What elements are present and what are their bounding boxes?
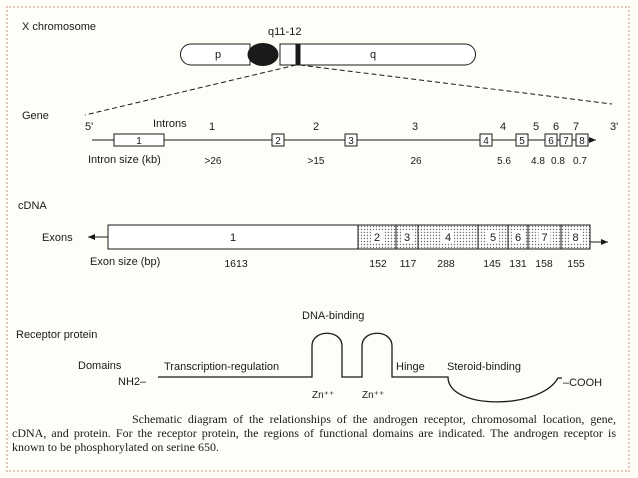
cdna-exon-4: 4 (417, 224, 479, 250)
gene-exon-number: 6 (548, 136, 554, 147)
protein-title: Receptor protein (16, 329, 97, 341)
cdna-exon-number: 2 (374, 232, 380, 244)
exon-size-1: 1613 (224, 258, 248, 270)
exon-size-3: 117 (400, 258, 417, 270)
gene-introns-label: Introns (153, 118, 187, 130)
cdna-exon-number: 6 (515, 232, 521, 244)
exon-size-7: 158 (535, 258, 553, 270)
cdna-exon-number: 4 (445, 232, 451, 244)
intron-number-3: 3 (412, 121, 418, 133)
intron-size-values: >26 >15 26 5.6 4.8 0.8 0.7 (205, 156, 588, 167)
chromosome-shape (180, 43, 476, 66)
gene-intron-numbers: 1 2 3 4 5 6 7 (209, 121, 579, 133)
chromosome-arm-p: p (215, 49, 221, 61)
intron-size-7: 0.7 (573, 156, 587, 167)
gene-exon-number: 8 (579, 136, 585, 147)
cooh-terminus: –COOH (563, 377, 602, 389)
cdna-exon-1: 1 (107, 224, 359, 250)
cdna-exon-number: 3 (404, 232, 410, 244)
chromosome-title: X chromosome (22, 21, 96, 33)
intron-number-6: 6 (553, 121, 559, 133)
gene-three-prime: 3' (610, 121, 618, 133)
exon-size-5: 145 (483, 258, 501, 270)
gene-exon-7: 7 (559, 133, 573, 147)
domains-label: Domains (78, 360, 122, 372)
gene-exon-4: 4 (479, 133, 493, 147)
protein-backbone (158, 332, 562, 403)
gene-exon-5: 5 (515, 133, 529, 147)
exon-size-6: 131 (509, 258, 527, 270)
cdna-exon-number: 8 (572, 232, 578, 244)
cdna-exon-2: 2 (357, 224, 397, 250)
intron-number-7: 7 (573, 121, 579, 133)
gene-five-prime: 5' (85, 121, 93, 133)
exon-size-8: 155 (567, 258, 585, 270)
exon-size-4: 288 (437, 258, 455, 270)
steroid-binding-label: Steroid-binding (447, 361, 521, 373)
cdna-exon-8: 8 (560, 224, 591, 250)
cdna-title: cDNA (18, 200, 47, 212)
intron-number-1: 1 (209, 121, 215, 133)
gene-exon-number: 3 (348, 136, 354, 147)
cdna-exon-number: 7 (541, 232, 547, 244)
gene-exon-6: 6 (544, 133, 558, 147)
caption-text: Schematic diagram of the relationships o… (12, 412, 616, 454)
hinge-label: Hinge (396, 361, 425, 373)
zinc-label-2: Zn⁺⁺ (362, 390, 384, 401)
figure-caption: Schematic diagram of the relationships o… (12, 412, 616, 454)
gene-exon-8: 8 (575, 133, 589, 147)
intron-size-5: 4.8 (531, 156, 545, 167)
gene-exon-number: 1 (136, 136, 142, 147)
cdna-exon-7: 7 (527, 224, 562, 250)
intron-size-label: Intron size (kb) (88, 154, 161, 166)
gene-exon-number: 7 (563, 136, 569, 147)
intron-number-5: 5 (533, 121, 539, 133)
transcription-regulation-label: Transcription-regulation (164, 361, 279, 373)
intron-size-2: >15 (308, 156, 325, 167)
intron-size-4: 5.6 (497, 156, 511, 167)
dna-binding-label: DNA-binding (302, 310, 364, 322)
cdna-exon-6: 6 (507, 224, 529, 250)
cdna-exon-3: 3 (395, 224, 419, 250)
gene-exon-3: 3 (344, 133, 358, 147)
cdna-exon-number: 5 (490, 232, 496, 244)
intron-number-2: 2 (313, 121, 319, 133)
exon-size-2: 152 (369, 258, 387, 270)
gene-exon-number: 5 (519, 136, 525, 147)
chromosome-zoom-lines (84, 64, 613, 116)
exon-size-label: Exon size (bp) (90, 256, 160, 268)
cdna-exon-bar: 1 2 3 4 5 6 7 8 (107, 224, 591, 250)
zinc-label-1: Zn⁺⁺ (312, 390, 334, 401)
exon-size-values: 1613 152 117 288 145 131 158 155 (224, 258, 585, 270)
nh2-terminus: NH2– (118, 376, 147, 388)
gene-exon-1: 1 (113, 133, 165, 147)
cdna-exon-5: 5 (477, 224, 509, 250)
intron-number-4: 4 (500, 121, 506, 133)
chromosome-band-label: q11-12 (268, 26, 301, 38)
cdna-exons-label: Exons (42, 232, 73, 244)
intron-size-3: 26 (410, 156, 422, 167)
intron-size-6: 0.8 (551, 156, 565, 167)
gene-title: Gene (22, 110, 49, 122)
gene-exon-number: 4 (483, 136, 489, 147)
gene-exon-number: 2 (275, 136, 281, 147)
intron-size-1: >26 (205, 156, 222, 167)
gene-exon-2: 2 (271, 133, 285, 147)
cdna-exon-number: 1 (230, 232, 236, 244)
chromosome-arm-q: q (370, 49, 376, 61)
androgen-receptor-diagram: X chromosome q11-12 p q Gene 5' 3' Intro… (16, 21, 618, 403)
